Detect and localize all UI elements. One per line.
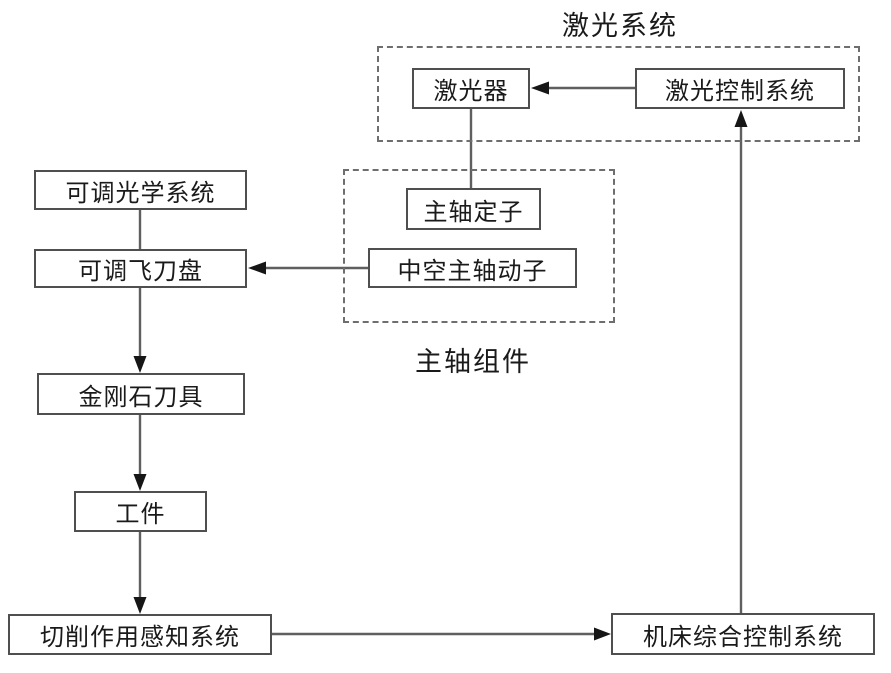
node-adjustable-optical-system: 可调光学系统 [34, 170, 247, 210]
node-laser-control-system: 激光控制系统 [635, 68, 845, 109]
group-label-laser-system: 激光系统 [562, 11, 678, 41]
node-spindle-stator: 主轴定子 [406, 188, 541, 230]
node-laser: 激光器 [412, 68, 530, 109]
arrowhead-sensing-to-machine-control [594, 627, 611, 641]
arrowhead-machine-control-to-laser-control [734, 110, 748, 127]
group-frame-spindle-assembly [343, 169, 615, 323]
node-diamond-tool: 金刚石刀具 [37, 373, 245, 415]
arrowhead-laser-control-to-laser [531, 81, 549, 95]
node-machine-integrated-control-system: 机床综合控制系统 [611, 613, 875, 655]
arrowhead-diamond-tool-to-workpiece [133, 474, 147, 491]
arrowhead-fly-cutter-to-diamond-tool [133, 356, 147, 373]
node-hollow-spindle-mover: 中空主轴动子 [368, 248, 577, 288]
group-frame-laser-system [377, 46, 860, 142]
group-label-spindle-assembly: 主轴组件 [415, 347, 531, 377]
arrowhead-spindle-mover-to-fly-cutter [248, 261, 266, 275]
node-adjustable-fly-cutter-disc: 可调飞刀盘 [34, 249, 247, 288]
arrowhead-workpiece-to-sensing [133, 597, 147, 614]
node-cutting-action-sensing-system: 切削作用感知系统 [8, 614, 272, 655]
node-workpiece: 工件 [74, 491, 207, 532]
